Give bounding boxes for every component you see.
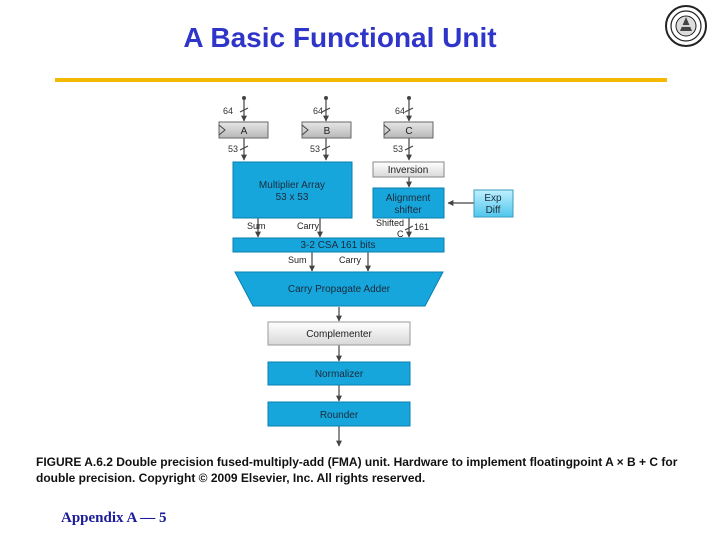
- csa-carry-label: Carry: [339, 255, 361, 265]
- rounder-block: Rounder: [267, 401, 411, 427]
- inversion-block: Inversion: [372, 161, 445, 178]
- normalizer-label: Normalizer: [315, 369, 364, 380]
- alignment-label: Alignment: [386, 193, 431, 204]
- register-width-c: 53: [393, 144, 403, 154]
- exp-label: Exp: [484, 193, 502, 204]
- inversion-label: Inversion: [388, 165, 429, 176]
- exp-diff-block: Exp Diff: [473, 189, 514, 218]
- figure-caption: FIGURE A.6.2 Double precision fused-mult…: [36, 455, 678, 485]
- register-c: C: [383, 121, 434, 139]
- cpa-label: Carry Propagate Adder: [288, 284, 391, 295]
- slide-footer: Appendix A — 5: [61, 510, 167, 526]
- register-width-a: 53: [228, 144, 238, 154]
- register-a-label: A: [241, 126, 248, 137]
- multiplier-label: Multiplier Array: [259, 180, 325, 191]
- shifted-label: Shifted: [376, 218, 404, 228]
- csa-block: 3-2 CSA 161 bits: [232, 237, 445, 253]
- multiplier-size: 53 x 53: [276, 192, 309, 203]
- shifted-width-label: 161: [414, 222, 429, 232]
- csa-label: 3-2 CSA 161 bits: [300, 240, 375, 251]
- multiplier-array: Multiplier Array 53 x 53: [232, 161, 353, 219]
- register-c-label: C: [405, 126, 412, 137]
- alignment-shifter: Alignment shifter: [372, 187, 445, 219]
- carry-propagate-adder: Carry Propagate Adder: [234, 271, 444, 307]
- diff-label: Diff: [486, 205, 501, 216]
- register-width-b: 53: [310, 144, 320, 154]
- input-width-a: 64: [223, 106, 233, 116]
- shifter-label: shifter: [394, 205, 422, 216]
- register-b-label: B: [324, 126, 331, 137]
- university-seal-icon: [665, 5, 707, 47]
- rounder-label: Rounder: [320, 410, 359, 421]
- slide-title: A Basic Functional Unit: [183, 22, 497, 53]
- multiplier-sum-label: Sum: [247, 221, 266, 231]
- shifted-c-label: C: [397, 229, 404, 239]
- normalizer-block: Normalizer: [267, 361, 411, 386]
- multiplier-carry-label: Carry: [297, 221, 319, 231]
- complementer-block: Complementer: [267, 321, 411, 346]
- complementer-label: Complementer: [306, 329, 372, 340]
- input-width-b: 64: [313, 106, 323, 116]
- register-a: A: [218, 121, 269, 139]
- register-b: B: [301, 121, 352, 139]
- input-width-c: 64: [395, 106, 405, 116]
- csa-sum-label: Sum: [288, 255, 307, 265]
- title-underline: [55, 78, 667, 82]
